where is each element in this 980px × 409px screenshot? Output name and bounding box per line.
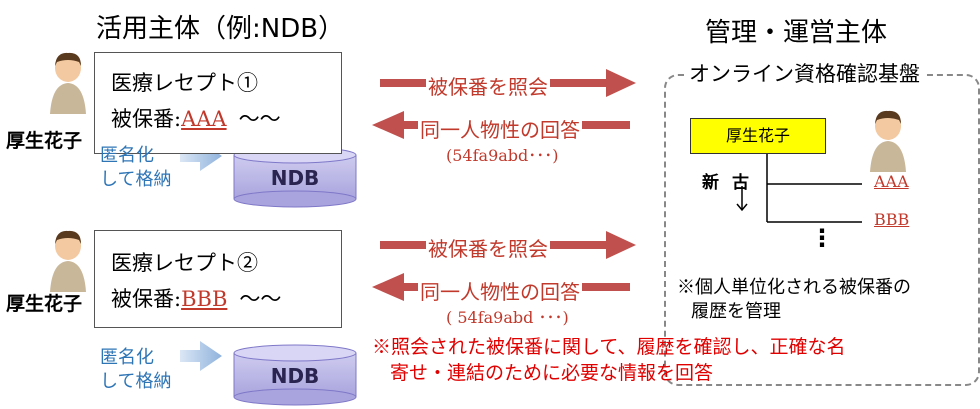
registry-title: オンライン資格確認基盤 <box>685 58 924 88</box>
person-name-1: 厚生花子 <box>6 130 83 152</box>
answer-hash-2: ( 54fa9abd ･･･) <box>446 308 569 327</box>
store-label-2: 匿名化 して格納 <box>100 347 172 392</box>
store-arrow-1 <box>180 141 222 171</box>
query-label-2: 被保番を照会 <box>426 233 550 262</box>
bottom-note: ※照会された被保番に関して、履歴を確認し、正確な名 寄せ・連結のために必要な情報… <box>372 336 846 384</box>
answer-label-2: 同一人物性の回答 <box>418 276 582 305</box>
order-old-label: 古 <box>732 173 749 193</box>
history-item-2: BBB <box>874 210 910 229</box>
ndb-cylinder-2 <box>233 344 357 406</box>
receipt-title-1: 医療レセプト① <box>111 71 258 95</box>
insurer-number-2: 被保番:BBB〜〜 <box>111 287 282 311</box>
history-item-1: AAA <box>874 172 909 191</box>
registry-note: ※個人単位化される被保番の 履歴を管理 <box>677 277 911 322</box>
history-more: ⋮ <box>810 224 834 252</box>
left-title: 活用主体（例:NDB） <box>96 14 345 44</box>
answer-hash-1: (54fa9abd･･･) <box>446 146 559 165</box>
insurer-number-1: 被保番:AAA〜〜 <box>111 107 281 131</box>
receipt-doc-2: 医療レセプト② 被保番:BBB〜〜 <box>94 230 342 328</box>
registry-person-name: 厚生花子 <box>690 118 826 154</box>
person-icon-1 <box>50 52 86 114</box>
history-tree <box>766 154 862 223</box>
query-label-1: 被保番を照会 <box>426 71 550 100</box>
store-label-1: 匿名化 して格納 <box>100 145 172 190</box>
ndb-label-1: NDB <box>270 166 320 190</box>
order-new-label: 新 <box>702 173 719 193</box>
person-icon-2 <box>50 230 86 292</box>
receipt-title-2: 医療レセプト② <box>111 251 258 275</box>
right-title: 管理・運営主体 <box>705 18 888 48</box>
person-icon-3 <box>870 110 906 172</box>
receipt-doc-1: 医療レセプト① 被保番:AAA〜〜 <box>94 52 342 154</box>
store-arrow-2 <box>180 341 222 371</box>
order-arrow <box>736 186 748 212</box>
person-name-2: 厚生花子 <box>6 293 83 315</box>
ndb-label-2: NDB <box>270 364 320 388</box>
answer-label-1: 同一人物性の回答 <box>418 114 582 143</box>
